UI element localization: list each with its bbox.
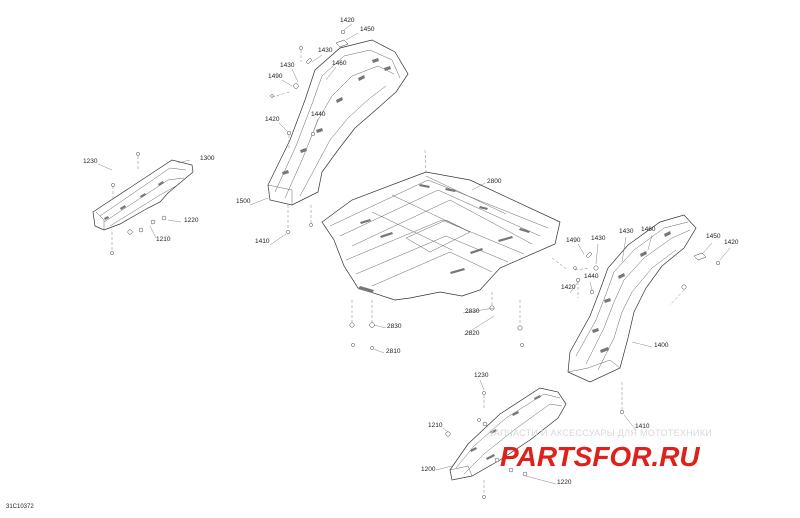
left-rear-upright-frame <box>249 23 409 246</box>
watermark: ЗАПЧАСТИ И АКСЕССУАРЫ ДЛЯ МОТОТЕХНИКИ PA… <box>488 428 712 472</box>
callout-1430: 1430 <box>591 235 606 242</box>
right-rear-upright-frame <box>567 214 731 431</box>
callout-1420: 1420 <box>724 239 739 246</box>
callout-1410: 1410 <box>255 238 270 245</box>
callout-1210: 1210 <box>156 236 171 243</box>
callout-2800: 2800 <box>487 178 502 185</box>
callout-1210: 1210 <box>428 422 443 429</box>
callout-1220: 1220 <box>557 479 572 486</box>
callout-1460: 1460 <box>641 226 656 233</box>
callout-1420: 1420 <box>561 284 576 291</box>
callout-1410: 1410 <box>635 423 650 430</box>
callout-2820: 2820 <box>465 330 480 337</box>
callout-1440: 1440 <box>584 273 599 280</box>
callout-1200: 1200 <box>421 466 436 473</box>
left-front-side-rail <box>92 152 194 255</box>
watermark-tagline: ЗАПЧАСТИ И АКСЕССУАРЫ ДЛЯ МОТОТЕХНИКИ <box>488 428 712 438</box>
callout-1430: 1430 <box>619 228 634 235</box>
watermark-logo: PARTSFOR.RU <box>500 441 700 472</box>
callout-1430: 1430 <box>318 47 333 54</box>
callout-2830: 2830 <box>465 308 480 315</box>
callout-1430: 1430 <box>280 62 295 69</box>
callout-1450: 1450 <box>706 233 721 240</box>
callout-1450: 1450 <box>360 26 375 33</box>
callout-1420: 1420 <box>340 17 355 24</box>
callout-1420: 1420 <box>265 116 280 123</box>
callout-2830: 2830 <box>387 323 402 330</box>
callout-2810: 2810 <box>386 348 401 355</box>
callout-1400: 1400 <box>654 342 669 349</box>
callout-1500: 1500 <box>236 198 251 205</box>
callout-1220: 1220 <box>184 217 199 224</box>
floor-pan-assembly <box>321 149 569 354</box>
callout-1440: 1440 <box>311 111 326 118</box>
callout-1460: 1460 <box>332 60 347 67</box>
callout-1230: 1230 <box>474 372 489 379</box>
callout-1230: 1230 <box>83 158 98 165</box>
callout-1300: 1300 <box>200 155 215 162</box>
callout-1490: 1490 <box>566 237 581 244</box>
callout-1490: 1490 <box>268 73 283 80</box>
right-front-side-rail <box>435 379 567 499</box>
diagram-id: 31C10372 <box>6 504 34 510</box>
